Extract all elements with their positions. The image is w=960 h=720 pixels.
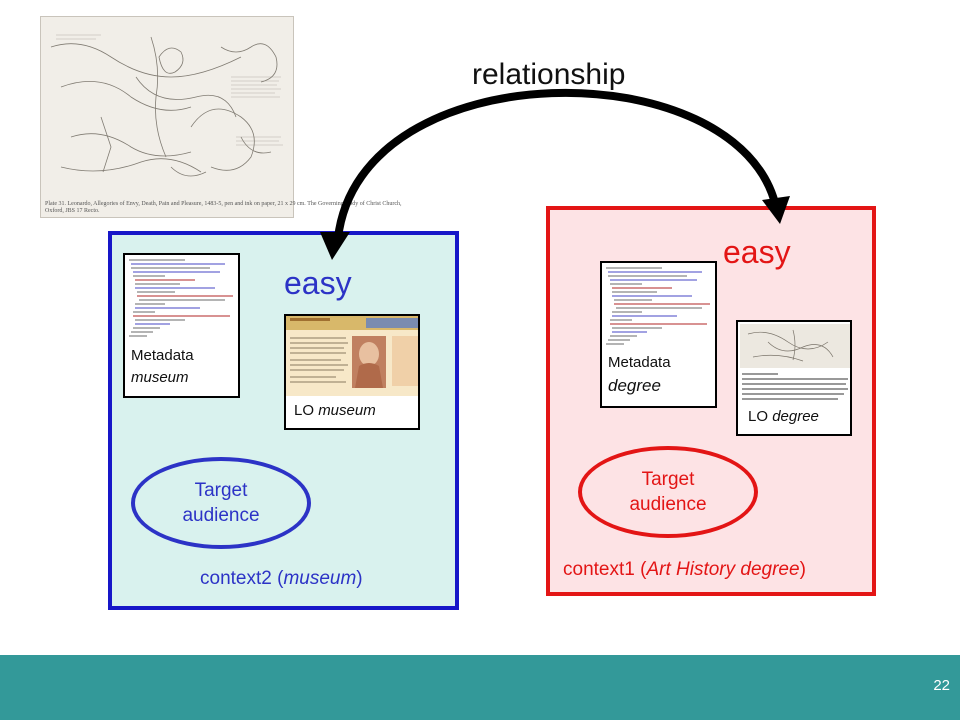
target-line1: Target <box>641 469 695 490</box>
lo-degree-label: LO degree <box>748 408 819 425</box>
leonardo-sketch-image: Plate 31. Leonardo, Allegories of Envy, … <box>40 16 402 218</box>
context-label-degree: context1 (Art History degree) <box>563 559 806 581</box>
context-prefix: context1 ( <box>563 559 647 580</box>
context-name: Art History degree <box>646 559 800 580</box>
easy-label-degree: easy <box>723 234 791 270</box>
sketch-caption-line2: Oxford, JBS 17 Recto. <box>45 208 100 214</box>
lo-degree-document: LO degree <box>736 320 852 436</box>
footer-bar <box>0 655 960 720</box>
context-prefix: context2 ( <box>200 568 284 589</box>
target-audience-museum: Target audience <box>131 457 311 549</box>
metadata-museum-context: museum <box>131 369 189 386</box>
sketch-drawing <box>50 34 283 177</box>
xml-code-lines <box>129 259 233 337</box>
xml-code-lines <box>606 267 710 345</box>
relationship-label: relationship <box>472 58 626 91</box>
arrowhead-museum <box>320 232 350 260</box>
lo-museum-document: LO museum <box>284 314 420 430</box>
lo-prefix: LO <box>748 408 773 425</box>
lo-museum-context: museum <box>318 402 376 419</box>
metadata-degree-context: degree <box>608 376 661 395</box>
metadata-degree-document: Metadata degree <box>600 261 717 408</box>
context-suffix: ) <box>356 568 363 589</box>
lo-museum-label: LO museum <box>294 402 376 419</box>
metadata-museum-document: Metadata museum <box>123 253 240 398</box>
target-audience-degree: Target audience <box>578 446 758 538</box>
arrowhead-degree <box>762 196 790 224</box>
lo-museum-webpage-thumbnail <box>286 316 418 396</box>
page-number: 22 <box>933 677 950 694</box>
lo-prefix: LO <box>294 402 319 419</box>
metadata-museum-title: Metadata <box>131 347 194 364</box>
context-label-museum: context2 (museum) <box>200 568 363 590</box>
target-line2: audience <box>629 494 707 515</box>
easy-label-museum: easy <box>284 265 352 301</box>
lo-degree-context: degree <box>772 408 819 425</box>
metadata-degree-title: Metadata <box>608 354 671 371</box>
target-line1: Target <box>194 480 248 501</box>
context-name: museum <box>283 568 357 589</box>
sketch-caption-line1: Plate 31. Leonardo, Allegories of Envy, … <box>45 201 402 207</box>
target-line2: audience <box>182 505 260 526</box>
lo-degree-sketch-thumbnail <box>740 324 850 400</box>
context-suffix: ) <box>799 559 806 580</box>
